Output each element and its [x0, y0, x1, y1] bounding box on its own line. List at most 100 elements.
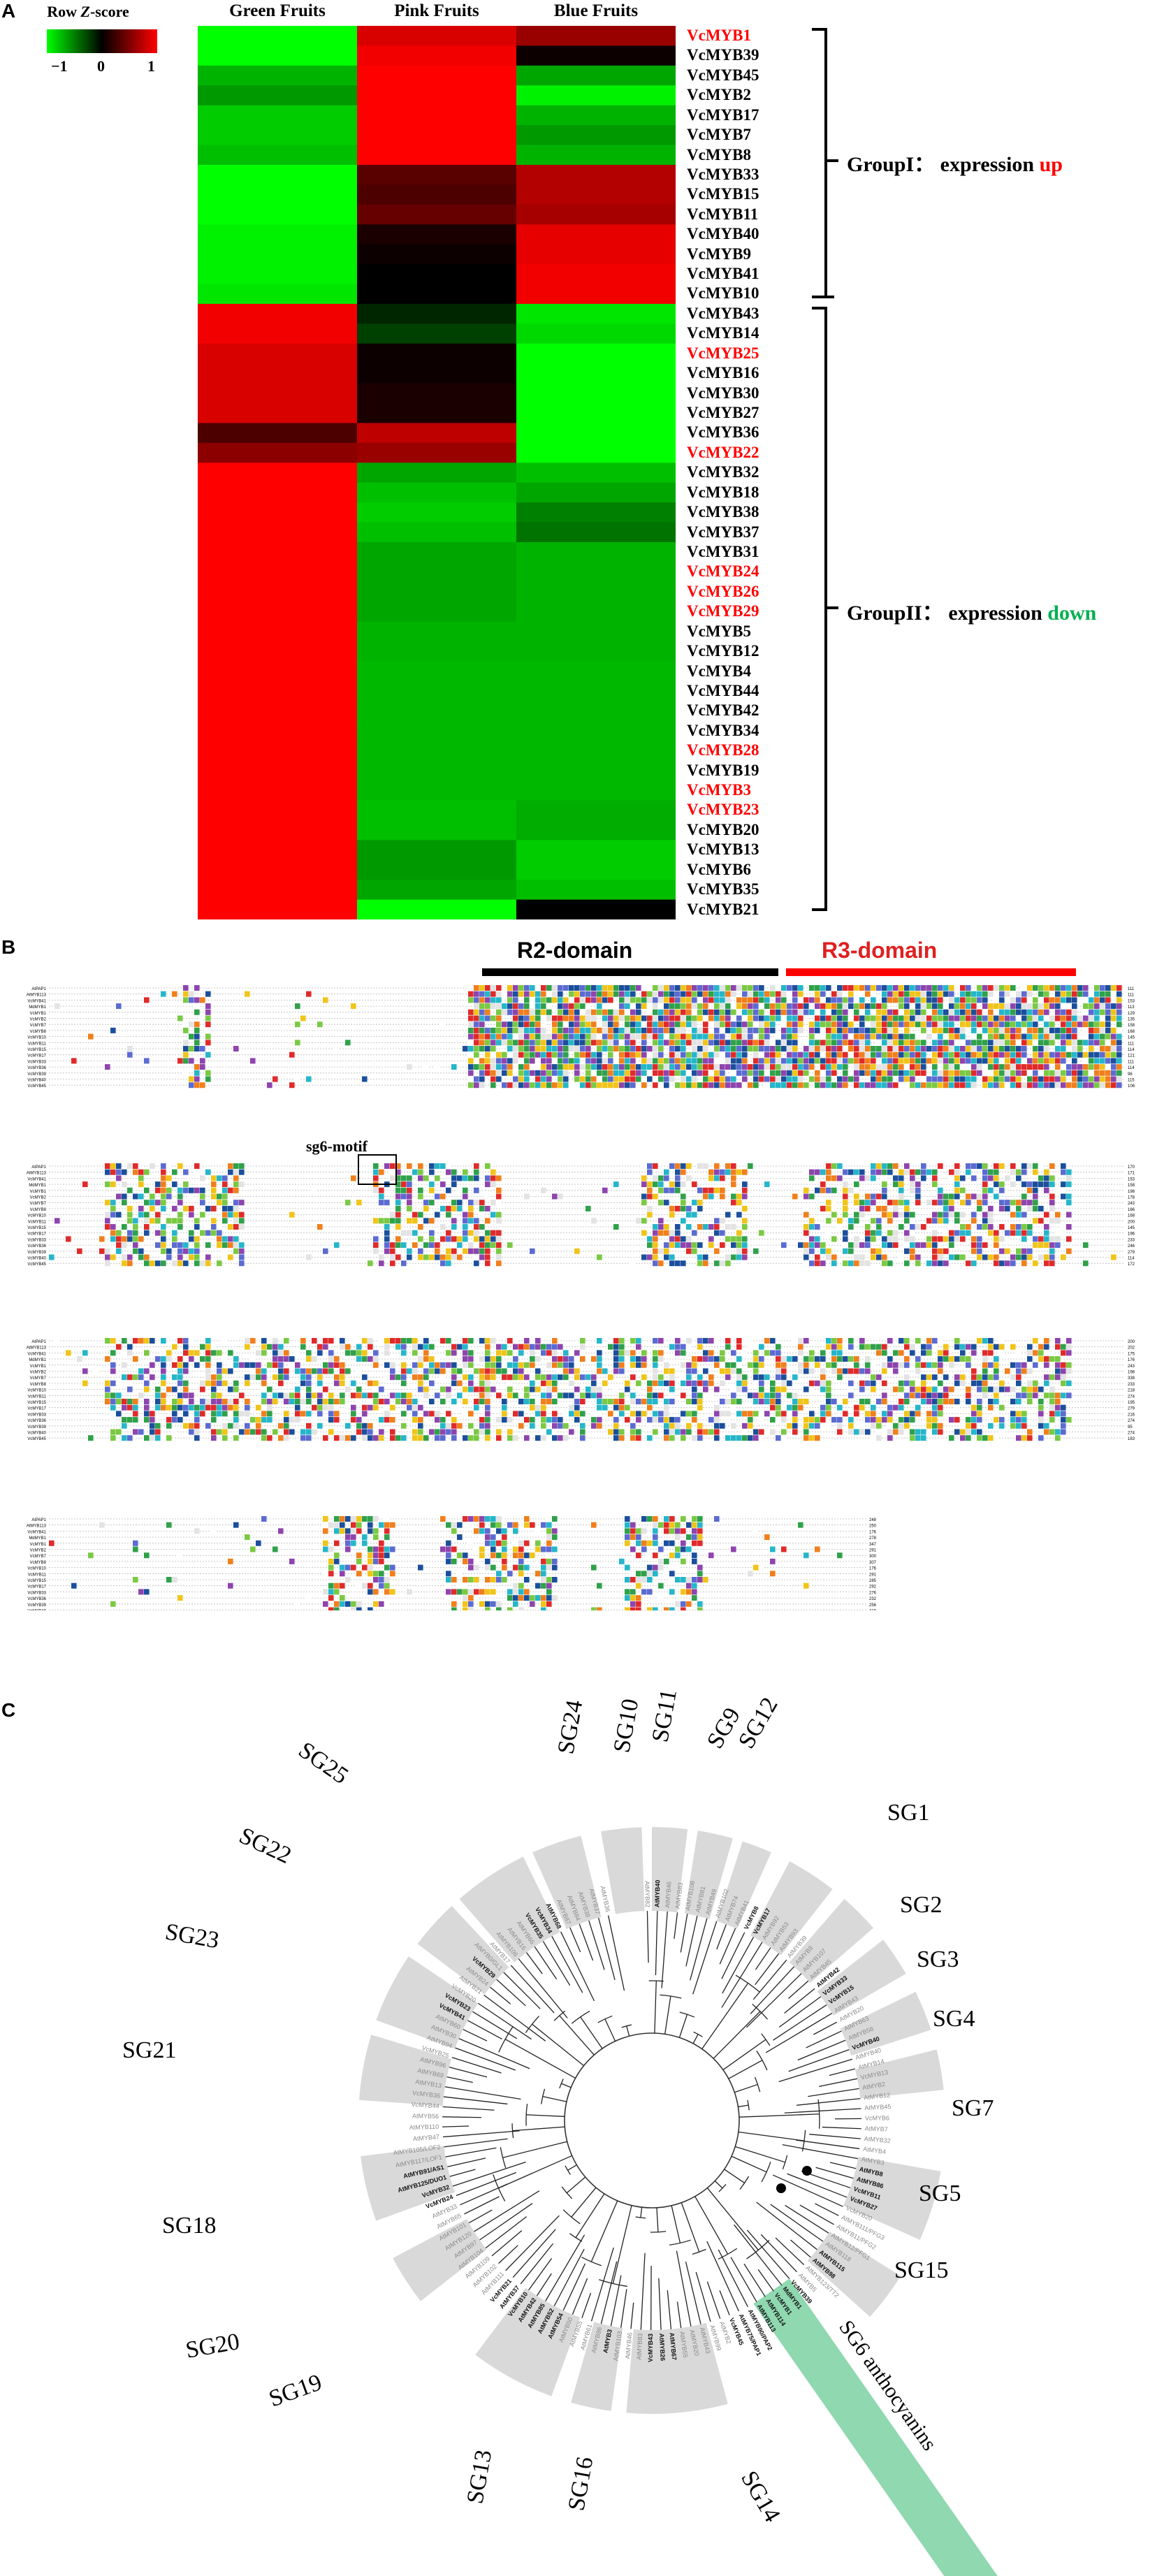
- alignment-residue: [966, 1200, 971, 1206]
- alignment-residue: [541, 1046, 546, 1051]
- alignment-residue: [977, 1033, 982, 1040]
- alignment-residue: [200, 1211, 205, 1218]
- alignment-residue: [753, 1033, 759, 1040]
- alignment-residue: [317, 1386, 323, 1392]
- alignment-residue: [843, 1411, 848, 1417]
- alignment-residue: [988, 1205, 994, 1211]
- alignment-residue: [395, 1224, 401, 1230]
- alignment-residue: [630, 1027, 636, 1033]
- alignment-seq-name: MdMYB1: [29, 1358, 46, 1362]
- alignment-residue: [820, 1009, 826, 1015]
- alignment-residue: [362, 1350, 368, 1356]
- alignment-residue: [608, 991, 613, 997]
- alignment-residue: [513, 991, 518, 997]
- alignment-residue: [524, 1015, 530, 1021]
- alignment-residue: [681, 1362, 686, 1368]
- alignment-residue: [485, 991, 490, 997]
- alignment-residue: [692, 985, 697, 991]
- alignment-residue: [893, 1064, 899, 1070]
- alignment-residue: [859, 1399, 865, 1404]
- alignment-residue: [641, 1070, 647, 1076]
- alignment-residue: [966, 1169, 971, 1175]
- alignment-residue: [390, 1435, 395, 1441]
- alignment-residue: [708, 985, 714, 991]
- alignment-residue: [228, 1399, 233, 1404]
- group2-label-prefix: GroupII： expression: [847, 602, 1048, 625]
- alignment-residue: [658, 1082, 664, 1089]
- alignment-residue: [518, 1411, 524, 1417]
- heatmap-cell: [198, 482, 358, 503]
- alignment-residue: [848, 1169, 854, 1175]
- alignment-position: 216: [1128, 1413, 1135, 1417]
- alignment-residue: [1089, 1076, 1094, 1082]
- alignment-residue: [809, 1350, 815, 1356]
- alignment-residue: [490, 1040, 496, 1046]
- alignment-residue: [166, 1187, 172, 1193]
- alignment-residue: [820, 1417, 826, 1423]
- alignment-residue: [446, 1422, 451, 1429]
- alignment-residue: [552, 1082, 558, 1089]
- alignment-residue: [239, 1248, 245, 1254]
- alignment-residue: [457, 1175, 463, 1181]
- alignment-residue: [535, 1070, 541, 1076]
- alignment-residue: [423, 1392, 429, 1399]
- alignment-residue: [954, 1181, 960, 1188]
- alignment-residue: [239, 1181, 245, 1188]
- alignment-residue: [764, 1082, 770, 1089]
- heatmap-cell: [516, 859, 676, 880]
- alignment-residue: [435, 1392, 440, 1399]
- alignment-residue: [485, 1392, 490, 1399]
- alignment-residue: [1055, 1015, 1061, 1021]
- alignment-residue: [384, 1236, 390, 1242]
- alignment-residue: [977, 1399, 982, 1404]
- alignment-residue: [748, 1411, 753, 1417]
- alignment-residue: [1055, 1429, 1061, 1435]
- alignment-residue: [697, 1009, 703, 1015]
- alignment-residue: [854, 1040, 859, 1046]
- alignment-residue: [524, 1399, 530, 1404]
- alignment-residue: [189, 1205, 194, 1211]
- alignment-residue: [256, 1417, 261, 1423]
- alignment-residue: [133, 1230, 138, 1236]
- alignment-residue: [770, 1417, 776, 1423]
- alignment-residue: [585, 1205, 591, 1211]
- alignment-residue: [742, 997, 748, 1003]
- alignment-residue: [893, 1021, 899, 1028]
- alignment-residue: [954, 1003, 960, 1010]
- alignment-residue: [859, 1344, 865, 1350]
- alignment-residue: [306, 1399, 312, 1404]
- alignment-residue: [490, 1169, 496, 1175]
- alignment-residue: [412, 1169, 418, 1175]
- alignment-residue: [977, 1058, 982, 1064]
- alignment-residue: [250, 1374, 256, 1381]
- alignment-residue: [233, 1248, 239, 1254]
- alignment-residue: [401, 1344, 407, 1350]
- alignment-residue: [966, 1027, 971, 1033]
- alignment-residue: [1066, 1181, 1072, 1188]
- alignment-position: 196: [1128, 1232, 1135, 1237]
- alignment-residue: [585, 991, 591, 997]
- alignment-residue: [222, 1236, 228, 1242]
- alignment-residue: [686, 1181, 692, 1188]
- alignment-residue: [708, 1064, 714, 1070]
- alignment-residue: [585, 1356, 591, 1362]
- alignment-residue: [490, 1362, 496, 1368]
- alignment-residue: [546, 1033, 552, 1040]
- alignment-residue: [820, 1422, 826, 1429]
- alignment-residue: [932, 1009, 938, 1015]
- alignment-residue: [558, 1368, 563, 1374]
- alignment-residue: [619, 1046, 625, 1051]
- alignment-residue: [977, 1040, 982, 1046]
- alignment-residue: [725, 1051, 731, 1058]
- alignment-residue: [412, 1362, 418, 1368]
- alignment-residue: [664, 985, 669, 991]
- alignment-residue: [859, 1374, 865, 1381]
- alignment-residue: [871, 1380, 876, 1386]
- alignment-residue: [479, 1040, 485, 1046]
- alignment-residue: [306, 1374, 312, 1381]
- alignment-residue: [1010, 1051, 1016, 1058]
- alignment-residue: [189, 1187, 194, 1193]
- alignment-residue: [468, 1211, 474, 1218]
- alignment-residue: [1027, 991, 1033, 997]
- alignment-residue: [563, 1392, 569, 1399]
